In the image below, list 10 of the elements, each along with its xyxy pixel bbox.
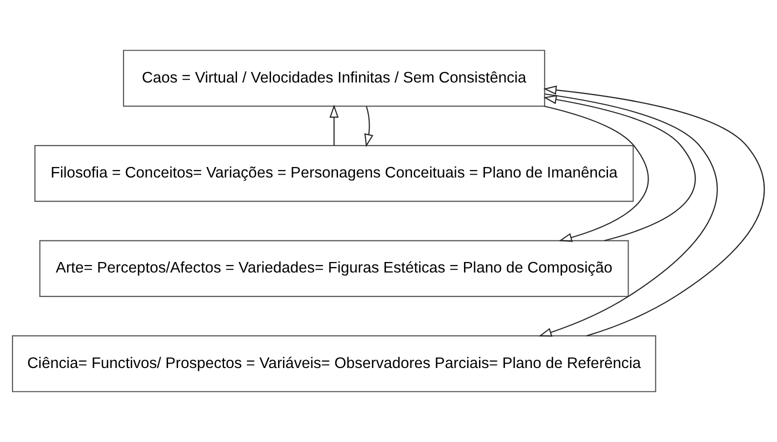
node-box: Arte= Perceptos/Afectos = Variedades= Figuras Estéticas = Plano de Composição [39,240,629,298]
arrow [544,106,649,242]
arrow [543,95,696,242]
arrow [543,86,765,336]
node-box: Ciência= Functivos/ Prospectos = Variáveis= Observadores Parciais= Plano de Referência [12,335,656,392]
node-box: Filosofia = Conceitos= Variações = Personagens Conceituais = Plano de Imanência [34,144,634,202]
arrow [538,93,718,337]
arrow [329,104,339,146]
node-box: Caos = Virtual / Velocidades Infinitas / Sem Consistência [122,50,546,107]
arrow [364,106,374,148]
